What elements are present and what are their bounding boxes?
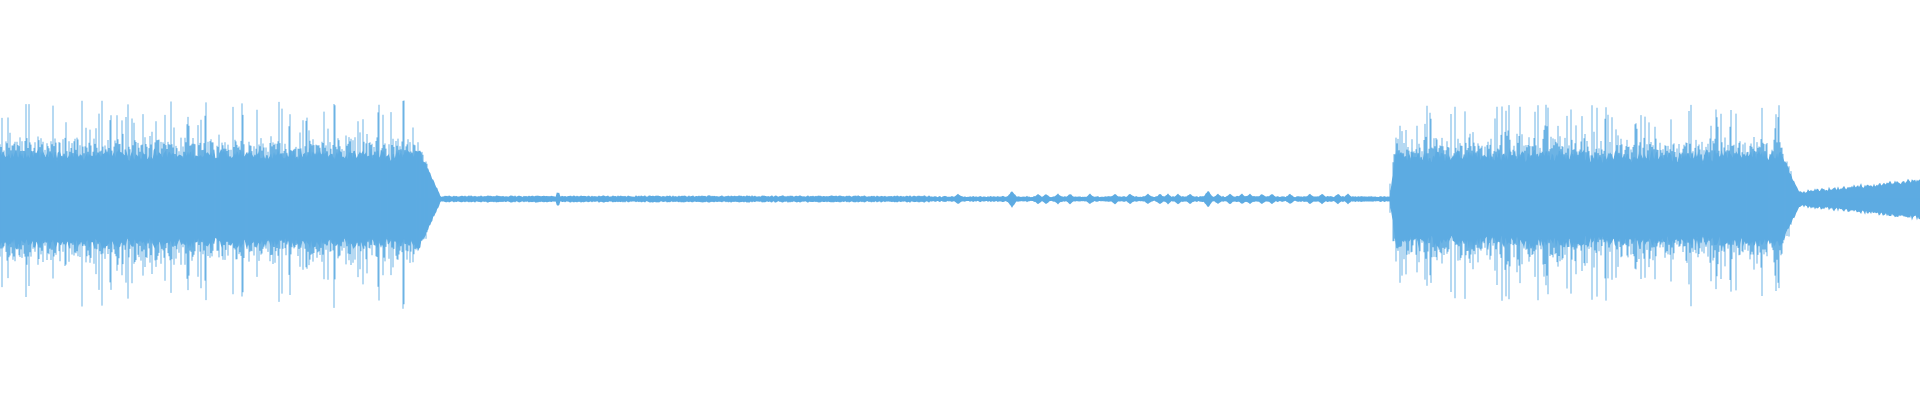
waveform-peaks — [0, 100, 1792, 309]
